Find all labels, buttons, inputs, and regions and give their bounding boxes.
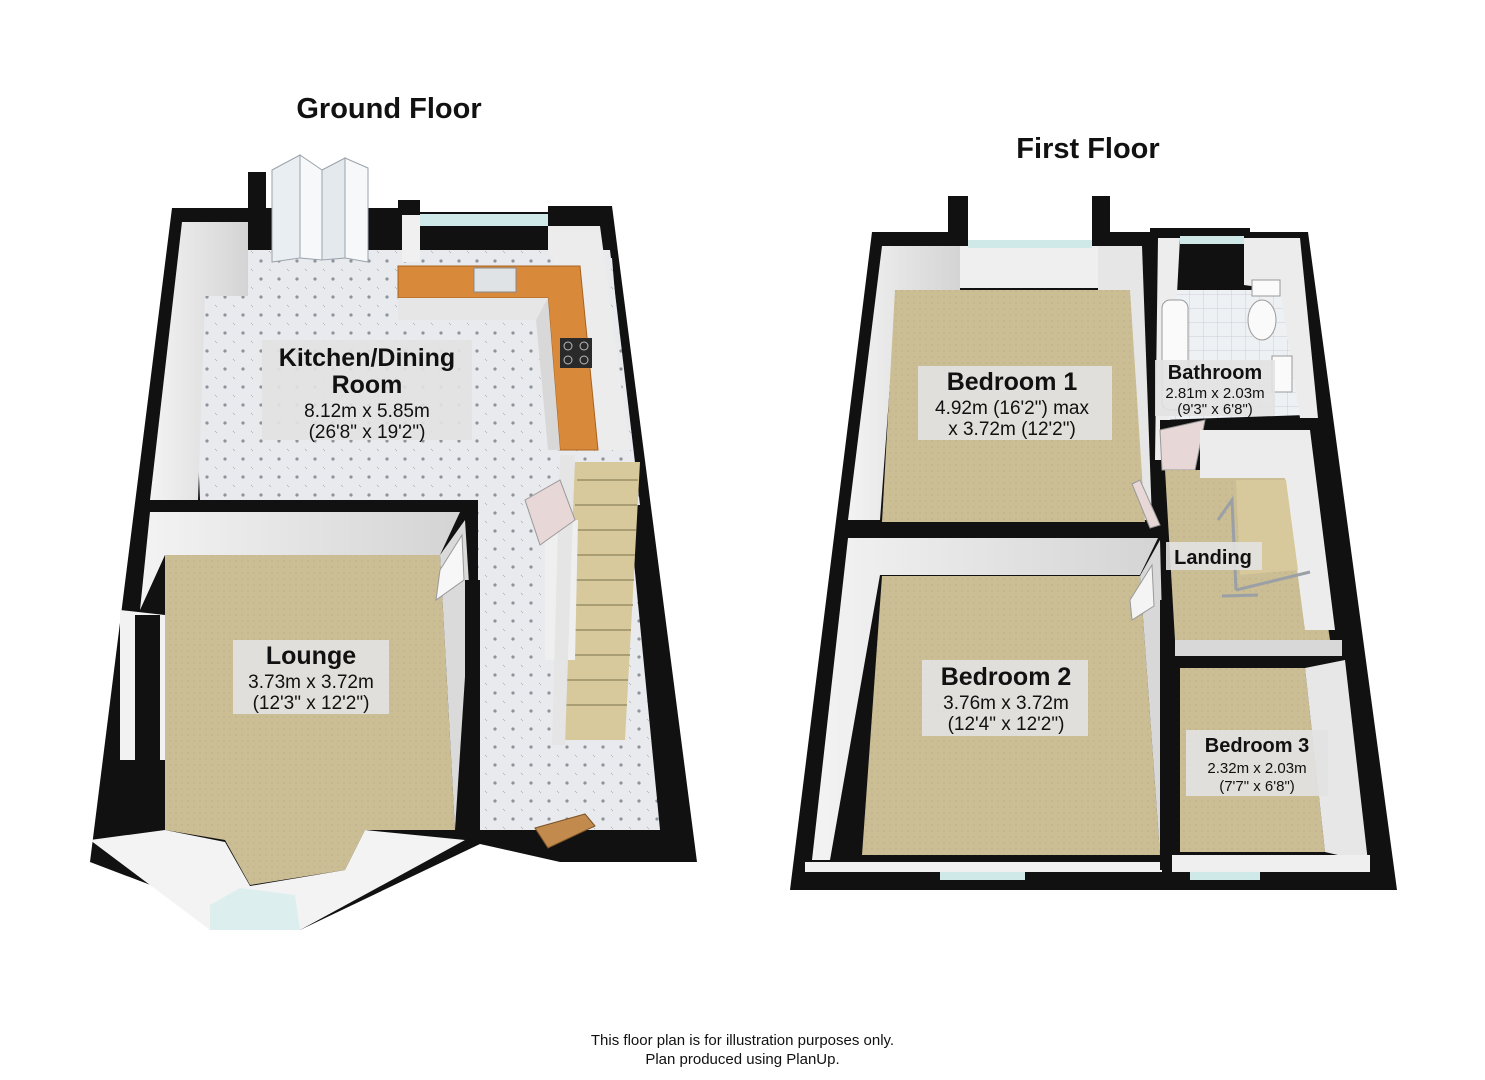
kitchen-dining-dim-metric: 8.12m x 5.85m [304,401,430,422]
floor-plan-drawing: Ground Floor Kitchen/Dining Room 8.12m x… [90,93,1397,930]
bedroom3-name: Bedroom 3 [1205,735,1309,757]
lounge-name: Lounge [266,642,356,670]
landing-name: Landing [1174,547,1252,569]
bedroom3-dim-imperial: (7'7" x 6'8") [1219,778,1295,795]
bedroom1-name: Bedroom 1 [947,368,1078,396]
bathroom-dim-imperial: (9'3" x 6'8") [1177,401,1253,418]
understairs-door [524,479,576,546]
sink-icon [473,267,517,293]
bedroom2-dim-metric: 3.76m x 3.72m [943,693,1069,714]
bedroom2-name: Bedroom 2 [941,663,1072,691]
first-floor-plan: First Floor Bedroom 1 4.92m (16'2") max … [790,133,1397,890]
disclaimer-line1: This floor plan is for illustration purp… [590,1032,895,1049]
bedroom3-dim-metric: 2.32m x 2.03m [1207,760,1306,777]
bathroom-name: Bathroom [1168,362,1262,384]
front-door [534,813,596,849]
bedroom1-dim-line2: x 3.72m (12'2") [948,419,1076,440]
bedroom1-dim-line1: 4.92m (16'2") max [935,398,1089,419]
bedroom2-dim-imperial: (12'4" x 12'2") [948,714,1065,735]
ground-floor-title: Ground Floor [296,93,481,125]
kitchen-worktop [397,265,599,451]
kitchen-dining-name-line2: Room [332,371,403,399]
hob-icon [560,338,592,368]
lounge-floor [165,555,455,885]
bifold-doors [271,154,369,263]
bedroom2-door [1129,563,1155,621]
kitchen-dining-name-line1: Kitchen/Dining [279,344,455,372]
ground-floor-plan: Ground Floor Kitchen/Dining Room 8.12m x… [90,93,697,930]
toilet-icon [1247,279,1281,341]
lounge-dim-imperial: (12'3" x 12'2") [253,693,370,714]
fireplace-breast [135,615,160,760]
bathroom-dim-metric: 2.81m x 2.03m [1165,385,1264,402]
disclaimer-line2: Plan produced using PlanUp. [645,1051,840,1068]
lounge-door [435,533,465,602]
staircase [545,455,640,745]
lounge-dim-metric: 3.73m x 3.72m [248,672,374,693]
bedroom1-door [1131,479,1161,529]
first-floor-title: First Floor [1016,133,1159,165]
kitchen-dining-dim-imperial: (26'8" x 19'2") [309,422,426,443]
